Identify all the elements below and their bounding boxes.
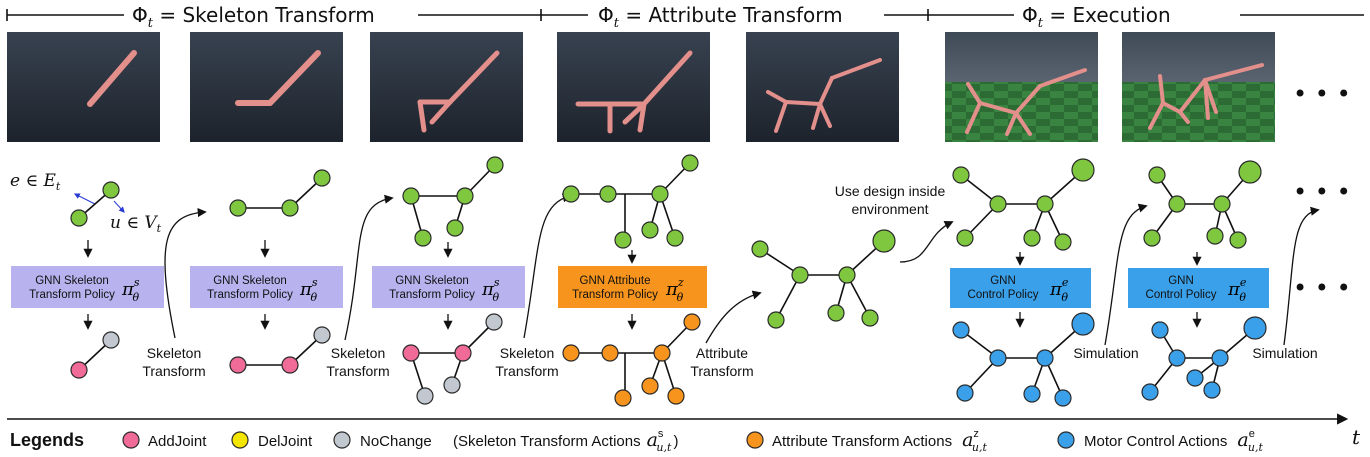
legend-swatch-attribute — [746, 431, 764, 449]
transition-7: Simulation — [1252, 206, 1320, 361]
transition-6: Simulation — [1073, 203, 1148, 361]
ellipsis-middle: • • • — [1293, 178, 1351, 206]
render-frame-1 — [7, 32, 160, 142]
svg-text:Skeleton: Skeleton — [147, 345, 201, 361]
legend-swatch-motor — [1057, 431, 1075, 449]
svg-text:Skeleton: Skeleton — [331, 345, 385, 361]
phase-header: Φt = Skeleton Transform Φt = Attribute T… — [6, 3, 1364, 31]
stage-5 — [751, 229, 896, 329]
svg-text:Simulation: Simulation — [1073, 345, 1138, 361]
legend-swatch-deljoint — [231, 431, 249, 449]
graph-node — [70, 361, 88, 379]
svg-text:Transform: Transform — [690, 363, 753, 379]
legend-swatch-addjoint — [122, 431, 140, 449]
graph-node — [102, 331, 120, 349]
svg-text:GNN Skeleton: GNN Skeleton — [35, 275, 109, 287]
svg-text:Transform Policy: Transform Policy — [572, 289, 658, 301]
policy-box-control — [950, 268, 1091, 308]
ellipsis-top: • • • — [1293, 80, 1351, 108]
time-label: t — [1352, 425, 1361, 449]
ellipsis-bottom: • • • — [1293, 274, 1351, 302]
legend-swatch-nochange — [333, 431, 351, 449]
svg-text:GNN Skeleton: GNN Skeleton — [213, 275, 287, 287]
policy-box-skeleton — [11, 266, 164, 308]
legend-label-nochange: NoChange — [360, 433, 432, 450]
graph-node — [102, 181, 120, 199]
render-frame-2 — [190, 32, 343, 142]
policy-box-attribute — [558, 266, 707, 308]
svg-text:Transform: Transform — [495, 363, 558, 379]
transition-5: Use design inside environment — [835, 183, 954, 263]
transition-3: Skeleton Transform — [495, 193, 572, 379]
node-notation: u ∈ Vt — [110, 213, 162, 235]
svg-text:GNN Attribute: GNN Attribute — [580, 275, 651, 287]
legend-title: Legends — [10, 430, 84, 450]
legend-label-addjoint: AddJoint — [148, 433, 207, 450]
notation: e ∈ Et u ∈ Vt — [10, 171, 162, 235]
svg-text:GNN: GNN — [990, 275, 1016, 287]
phase-title-execution: Φt = Execution — [1022, 3, 1171, 31]
svg-text:Control Policy: Control Policy — [968, 289, 1039, 301]
phase-title-skeleton: Φt = Skeleton Transform — [132, 3, 375, 31]
render-strip: • • • — [7, 32, 1351, 142]
edge-notation: e ∈ Et — [10, 171, 61, 193]
render-frame-6 — [945, 32, 1098, 142]
policy-box-control — [1128, 268, 1269, 308]
svg-text:GNN: GNN — [1168, 275, 1194, 287]
svg-text:Skeleton: Skeleton — [500, 345, 554, 361]
svg-text:Transform Policy: Transform Policy — [389, 289, 475, 301]
svg-text:environment: environment — [851, 201, 928, 217]
render-frame-4 — [557, 32, 710, 142]
policy-box-skeleton — [190, 266, 343, 308]
svg-text:GNN Skeleton: GNN Skeleton — [395, 275, 469, 287]
render-frame-5 — [746, 32, 899, 142]
phase-title-attribute: Φt = Attribute Transform — [598, 3, 843, 31]
svg-text:Transform: Transform — [142, 363, 205, 379]
svg-text:Transform: Transform — [326, 363, 389, 379]
legend-label-deljoint: DelJoint — [258, 433, 313, 450]
svg-text:Attribute: Attribute — [696, 345, 748, 361]
legend: Legends AddJoint DelJoint NoChange (Skel… — [10, 428, 1263, 454]
policy-box-skeleton — [372, 266, 525, 308]
graph-node — [70, 209, 88, 227]
render-frame-3 — [370, 32, 523, 142]
render-frame-7 — [1122, 32, 1275, 142]
svg-text:Use design inside: Use design inside — [835, 183, 946, 199]
svg-text:Simulation: Simulation — [1252, 345, 1317, 361]
svg-text:Control Policy: Control Policy — [1146, 289, 1217, 301]
svg-text:Transform Policy: Transform Policy — [207, 289, 293, 301]
transition-1: Skeleton Transform — [142, 208, 207, 379]
transition-4: Attribute Transform — [690, 290, 762, 379]
transition-2: Skeleton Transform — [326, 194, 394, 379]
svg-text:Transform Policy: Transform Policy — [29, 289, 115, 301]
time-axis: t — [7, 413, 1361, 449]
